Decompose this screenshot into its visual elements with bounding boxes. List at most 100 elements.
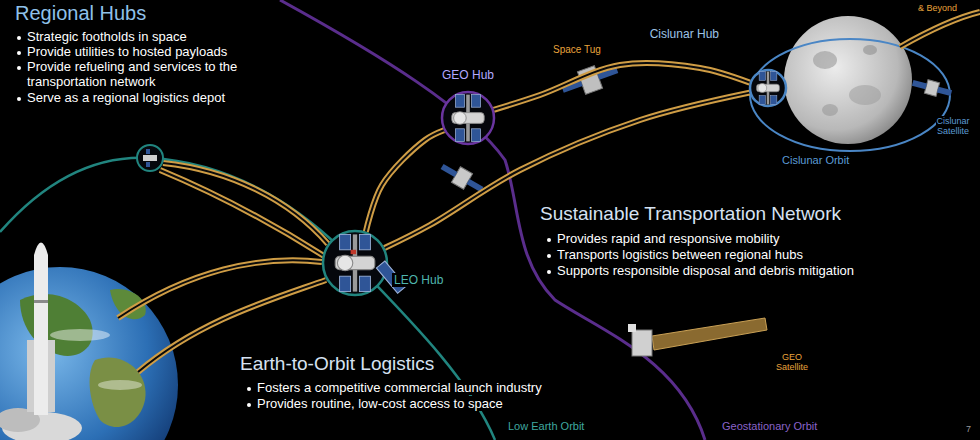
hub-outline xyxy=(749,69,787,107)
hub-label: LEO Hub xyxy=(392,273,445,287)
track-core xyxy=(163,163,328,244)
outpost-panel xyxy=(146,162,150,167)
hub-node: GEO Hub xyxy=(441,91,495,145)
hub-ring xyxy=(750,70,786,106)
bullet-text: Supports responsible disposal and debris… xyxy=(557,263,854,278)
station-art xyxy=(757,72,780,105)
crater xyxy=(849,85,881,105)
cloud xyxy=(98,380,142,390)
bullet-text: Serve as a regional logistics depot xyxy=(27,90,225,105)
rocket-band xyxy=(34,300,48,303)
hub-label-box: Cislunar Hub xyxy=(648,24,721,42)
space-station xyxy=(452,95,484,142)
text-label: & Beyond xyxy=(918,3,957,13)
solar-panel xyxy=(359,234,370,249)
station-module xyxy=(452,113,484,124)
track xyxy=(163,163,328,244)
cloud xyxy=(50,329,110,341)
station-art xyxy=(452,95,484,142)
station-node xyxy=(758,84,767,93)
bullet-item: Fosters a competitive commercial launch … xyxy=(245,381,542,396)
hub-ring xyxy=(442,92,494,144)
hub-outline xyxy=(441,91,495,145)
track-core xyxy=(494,63,750,110)
bullet-item: Serve as a regional logistics depot xyxy=(15,91,225,106)
satellite-panel xyxy=(652,318,767,350)
callout-label: & Beyond xyxy=(918,3,957,13)
bullet-text: Transports logistics between regional hu… xyxy=(557,247,803,262)
bullet-text: Provide utilities to hosted payloads xyxy=(27,44,227,59)
geo-satellite xyxy=(628,318,767,356)
bullet-dot xyxy=(247,403,251,407)
solar-panel xyxy=(340,276,351,291)
solar-panel xyxy=(455,129,464,142)
bullet-item: Provides routine, low-cost access to spa… xyxy=(245,397,503,412)
outpost-panel xyxy=(146,149,150,154)
bullet-text: Provides routine, low-cost access to spa… xyxy=(257,396,503,411)
bullet-item: Provide refueling and services to the tr… xyxy=(15,60,302,90)
transport-track xyxy=(366,130,444,232)
hub-label: GEO Hub xyxy=(440,68,496,82)
bullet-item: Transports logistics between regional hu… xyxy=(545,248,803,263)
callout-label: Cislunar Orbit xyxy=(782,154,849,166)
text-label: Regional Hubs xyxy=(15,2,146,25)
crater xyxy=(813,51,837,69)
text-label: Space Tug xyxy=(553,44,601,56)
station-flag xyxy=(351,250,357,254)
bullet-text: Provide refueling and services to the tr… xyxy=(27,59,237,89)
transport-track xyxy=(384,93,749,248)
bullet-dot xyxy=(17,36,21,40)
solar-panel xyxy=(472,129,481,142)
beyond-track xyxy=(900,12,980,47)
satellite-body xyxy=(924,80,939,97)
text-label: 7 xyxy=(966,424,971,434)
text-label: Cislunar Orbit xyxy=(782,154,849,167)
rocket-nose xyxy=(34,243,48,256)
rocket-booster xyxy=(48,340,55,412)
callout-label: 7 xyxy=(966,424,971,434)
callout-label: Cislunar Satellite xyxy=(936,116,969,136)
text-label: Geostationary Orbit xyxy=(722,420,817,433)
solar-panel xyxy=(340,234,351,249)
bullet-text: Fosters a competitive commercial launch … xyxy=(257,380,542,395)
section-heading: Sustainable Transportation Network xyxy=(540,203,841,224)
bullet-item: Supports responsible disposal and debris… xyxy=(545,264,854,279)
solar-panel xyxy=(771,72,777,81)
cislunar-satellite xyxy=(911,76,953,100)
bullet-dot xyxy=(17,97,21,101)
bullet-dot xyxy=(547,238,551,242)
outpost-hub xyxy=(137,145,163,171)
continent xyxy=(90,357,146,427)
earth-globe xyxy=(0,267,178,440)
crater xyxy=(822,104,838,116)
track-group xyxy=(384,93,749,248)
section-heading: Earth-to-Orbit Logistics xyxy=(240,353,434,374)
cislunar-orbit xyxy=(750,39,950,151)
outpost-ring xyxy=(137,145,163,171)
text-label: Low Earth Orbit xyxy=(508,420,584,433)
track xyxy=(900,12,980,47)
bullet-dot xyxy=(17,51,21,55)
solar-panel xyxy=(771,96,777,105)
hub-label: Cislunar Hub xyxy=(648,27,721,41)
crater xyxy=(863,45,877,55)
callout-label: Geostationary Orbit xyxy=(722,420,817,432)
bullet-item: Provides rapid and responsive mobility xyxy=(545,232,780,247)
hub-node: LEO Hub xyxy=(322,230,388,296)
solar-panel xyxy=(472,95,481,108)
callout-label: Space Tug xyxy=(553,44,601,55)
bullet-item: Provide utilities to hosted payloads xyxy=(15,45,227,60)
track-core xyxy=(900,12,980,47)
bullet-text: Provides rapid and responsive mobility xyxy=(557,231,780,246)
bullet-dot xyxy=(17,66,21,70)
text-label: Cislunar Satellite xyxy=(928,116,978,137)
bullet-dot xyxy=(547,254,551,258)
text-label: Sustainable Transportation Network xyxy=(540,203,841,225)
satellite-panel xyxy=(937,87,952,96)
earth xyxy=(0,267,178,440)
bullet-text: Strategic footholds in space xyxy=(27,29,187,44)
rocket-booster xyxy=(27,340,34,412)
solar-panel xyxy=(359,276,370,291)
